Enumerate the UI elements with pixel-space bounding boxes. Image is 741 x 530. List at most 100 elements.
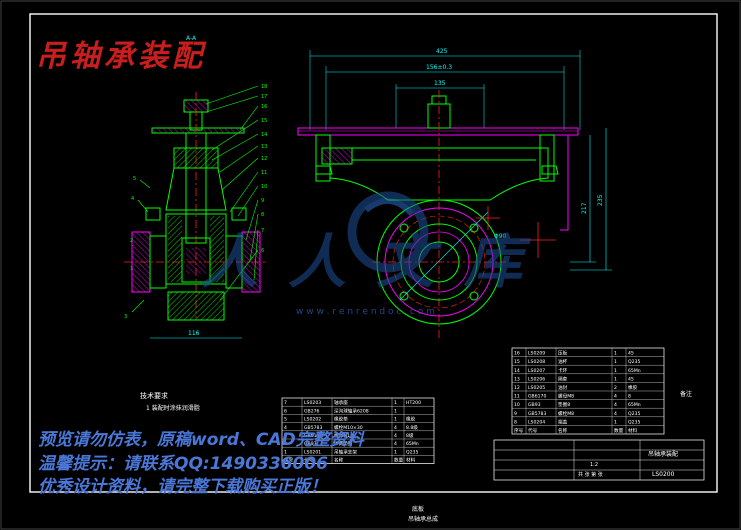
bom-cell: 1 [394,417,397,423]
title-block-sheet: 共 张 第 张 [578,471,603,478]
bom-cell: 螺栓M10×30 [334,424,363,431]
bom-cell: LS0203 [304,400,321,406]
svg-text:12: 12 [261,156,267,162]
bom-cell: 1 [614,419,617,425]
tech-req-heading: 技术要求 [140,391,168,400]
title-block: 吊轴承装配 1:2 共 张 第 张 LS0200 备注 [493,390,705,481]
title-block-drawing-no: LS0200 [652,471,675,478]
watermark-line3: 优秀设计资料，请完整下载购买正版！ [38,477,327,497]
bom-header-cell: 序号 [284,457,294,464]
svg-text:9: 9 [261,198,264,204]
bom-cell: 压板 [558,350,568,357]
svg-text:6: 6 [261,248,264,254]
bom-cell: 油封 [558,384,568,391]
bom-cell: 吊轴承支架 [334,448,357,455]
watermark-line1: 预览请勿仿表，原稿word、CAD完整资料 [38,430,366,450]
bom-cell: 9 [514,411,517,417]
bom-cell: LS0209 [528,351,545,357]
right-front-view: 425 156±0.3 135 [297,48,612,340]
bom-cell: 1 [394,449,397,455]
bom-cell: GB6170 [304,433,322,439]
bom-header-cell: 序号 [514,427,524,434]
svg-text:5: 5 [133,176,136,182]
bom-cell: LS0206 [528,376,545,382]
watermark-logo: 人人文库 [200,191,522,296]
svg-text:17: 17 [261,94,267,100]
bom-cell: Q235 [628,419,640,425]
bom-cell: 1 [614,376,617,382]
svg-text:10: 10 [261,184,267,190]
bom-cell: GB93 [304,441,317,447]
dim-height-a: 235 [597,194,604,206]
bom-cell: LS0204 [528,419,545,425]
bom-cell: 3 [284,433,287,439]
bom-header-cell: 代号 [528,427,538,434]
bom-cell: 隔套 [558,375,568,382]
bom-cell: 螺母M10 [334,432,353,439]
dim-overall-width: 425 [436,48,448,55]
svg-text:11: 11 [261,170,267,176]
bom-cell: 14 [514,368,520,374]
svg-text:7: 7 [261,228,264,234]
bom-cell: 65Mn [628,368,641,374]
bom-cell: 1 [614,368,617,374]
bom-cell: GB276 [304,408,320,414]
bom-header-cell: 数量 [614,427,624,434]
bom-cell: 橡胶 [406,416,416,423]
bom-cell: Q235 [628,411,640,417]
bom-cell: 4 [284,425,287,431]
svg-text:1: 1 [130,266,133,272]
bom-cell: 深沟球轴承6208 [334,407,369,414]
bom-cell: 端盖 [558,418,568,425]
bom-header-cell: 材料 [628,427,638,434]
bom-cell: GB6170 [528,394,546,400]
dim-height-b: 217 [581,202,588,214]
bom-cell: 1 [614,359,617,365]
dim-diameter: Φ90 [494,233,507,240]
dim-left-width: 116 [188,330,200,337]
bom-cell: HT200 [406,400,421,406]
bom-cell: LS0208 [528,359,545,365]
title-block-scale: 1:2 [590,462,598,468]
svg-text:13: 13 [261,144,267,150]
title-block-remark: 备注 [680,390,692,398]
bottom-caption-1: 底板 [412,505,424,513]
bom-cell: 4 [394,441,397,447]
bom-cell: 橡胶 [628,384,638,391]
bom-cell: 4 [614,402,617,408]
bom-cell: 8.8级 [406,424,418,431]
dim-bolt-span: 156±0.3 [426,64,452,71]
bom-cell: LS0205 [528,385,545,391]
watermark-line2: 温馨提示：请联系QQ:1490336006 [38,454,328,474]
bom-cell: 螺母M8 [558,393,574,400]
bom-header-cell: 名称 [334,457,344,464]
bom-cell: 12 [514,385,520,391]
bom-cell: 10 [514,402,520,408]
bom-cell: 4 [614,411,617,417]
bom-cell: GB5783 [528,411,546,417]
bom-cell: 弹簧垫圈 [334,440,353,447]
bom-cell: 8 [628,394,631,400]
bom-cell: 1 [614,351,617,357]
bom-cell: 螺栓M8 [558,410,574,417]
svg-text:4: 4 [131,196,134,202]
bom-cell: 1 [394,400,397,406]
bom-cell: 13 [514,376,520,382]
bom-cell: 1 [284,449,287,455]
left-section-view: 11 6 [124,92,268,339]
bom-cell: Q235 [628,359,640,365]
svg-text:15: 15 [261,118,267,124]
bom-cell: 6 [284,408,287,414]
bom-cell: 1 [394,408,397,414]
bom-cell: Q235 [406,449,418,455]
svg-text:18: 18 [261,84,267,90]
bom-cell: 8 [514,419,517,425]
part-leaders [131,85,259,313]
bom-header-cell: 代号 [304,457,314,464]
bom-cell: 垫圈8 [558,401,570,408]
bom-cell: 2 [614,385,617,391]
bom-header-cell: 名称 [558,427,568,434]
border-frame [29,13,718,493]
bom-cell: 8级 [406,432,414,439]
